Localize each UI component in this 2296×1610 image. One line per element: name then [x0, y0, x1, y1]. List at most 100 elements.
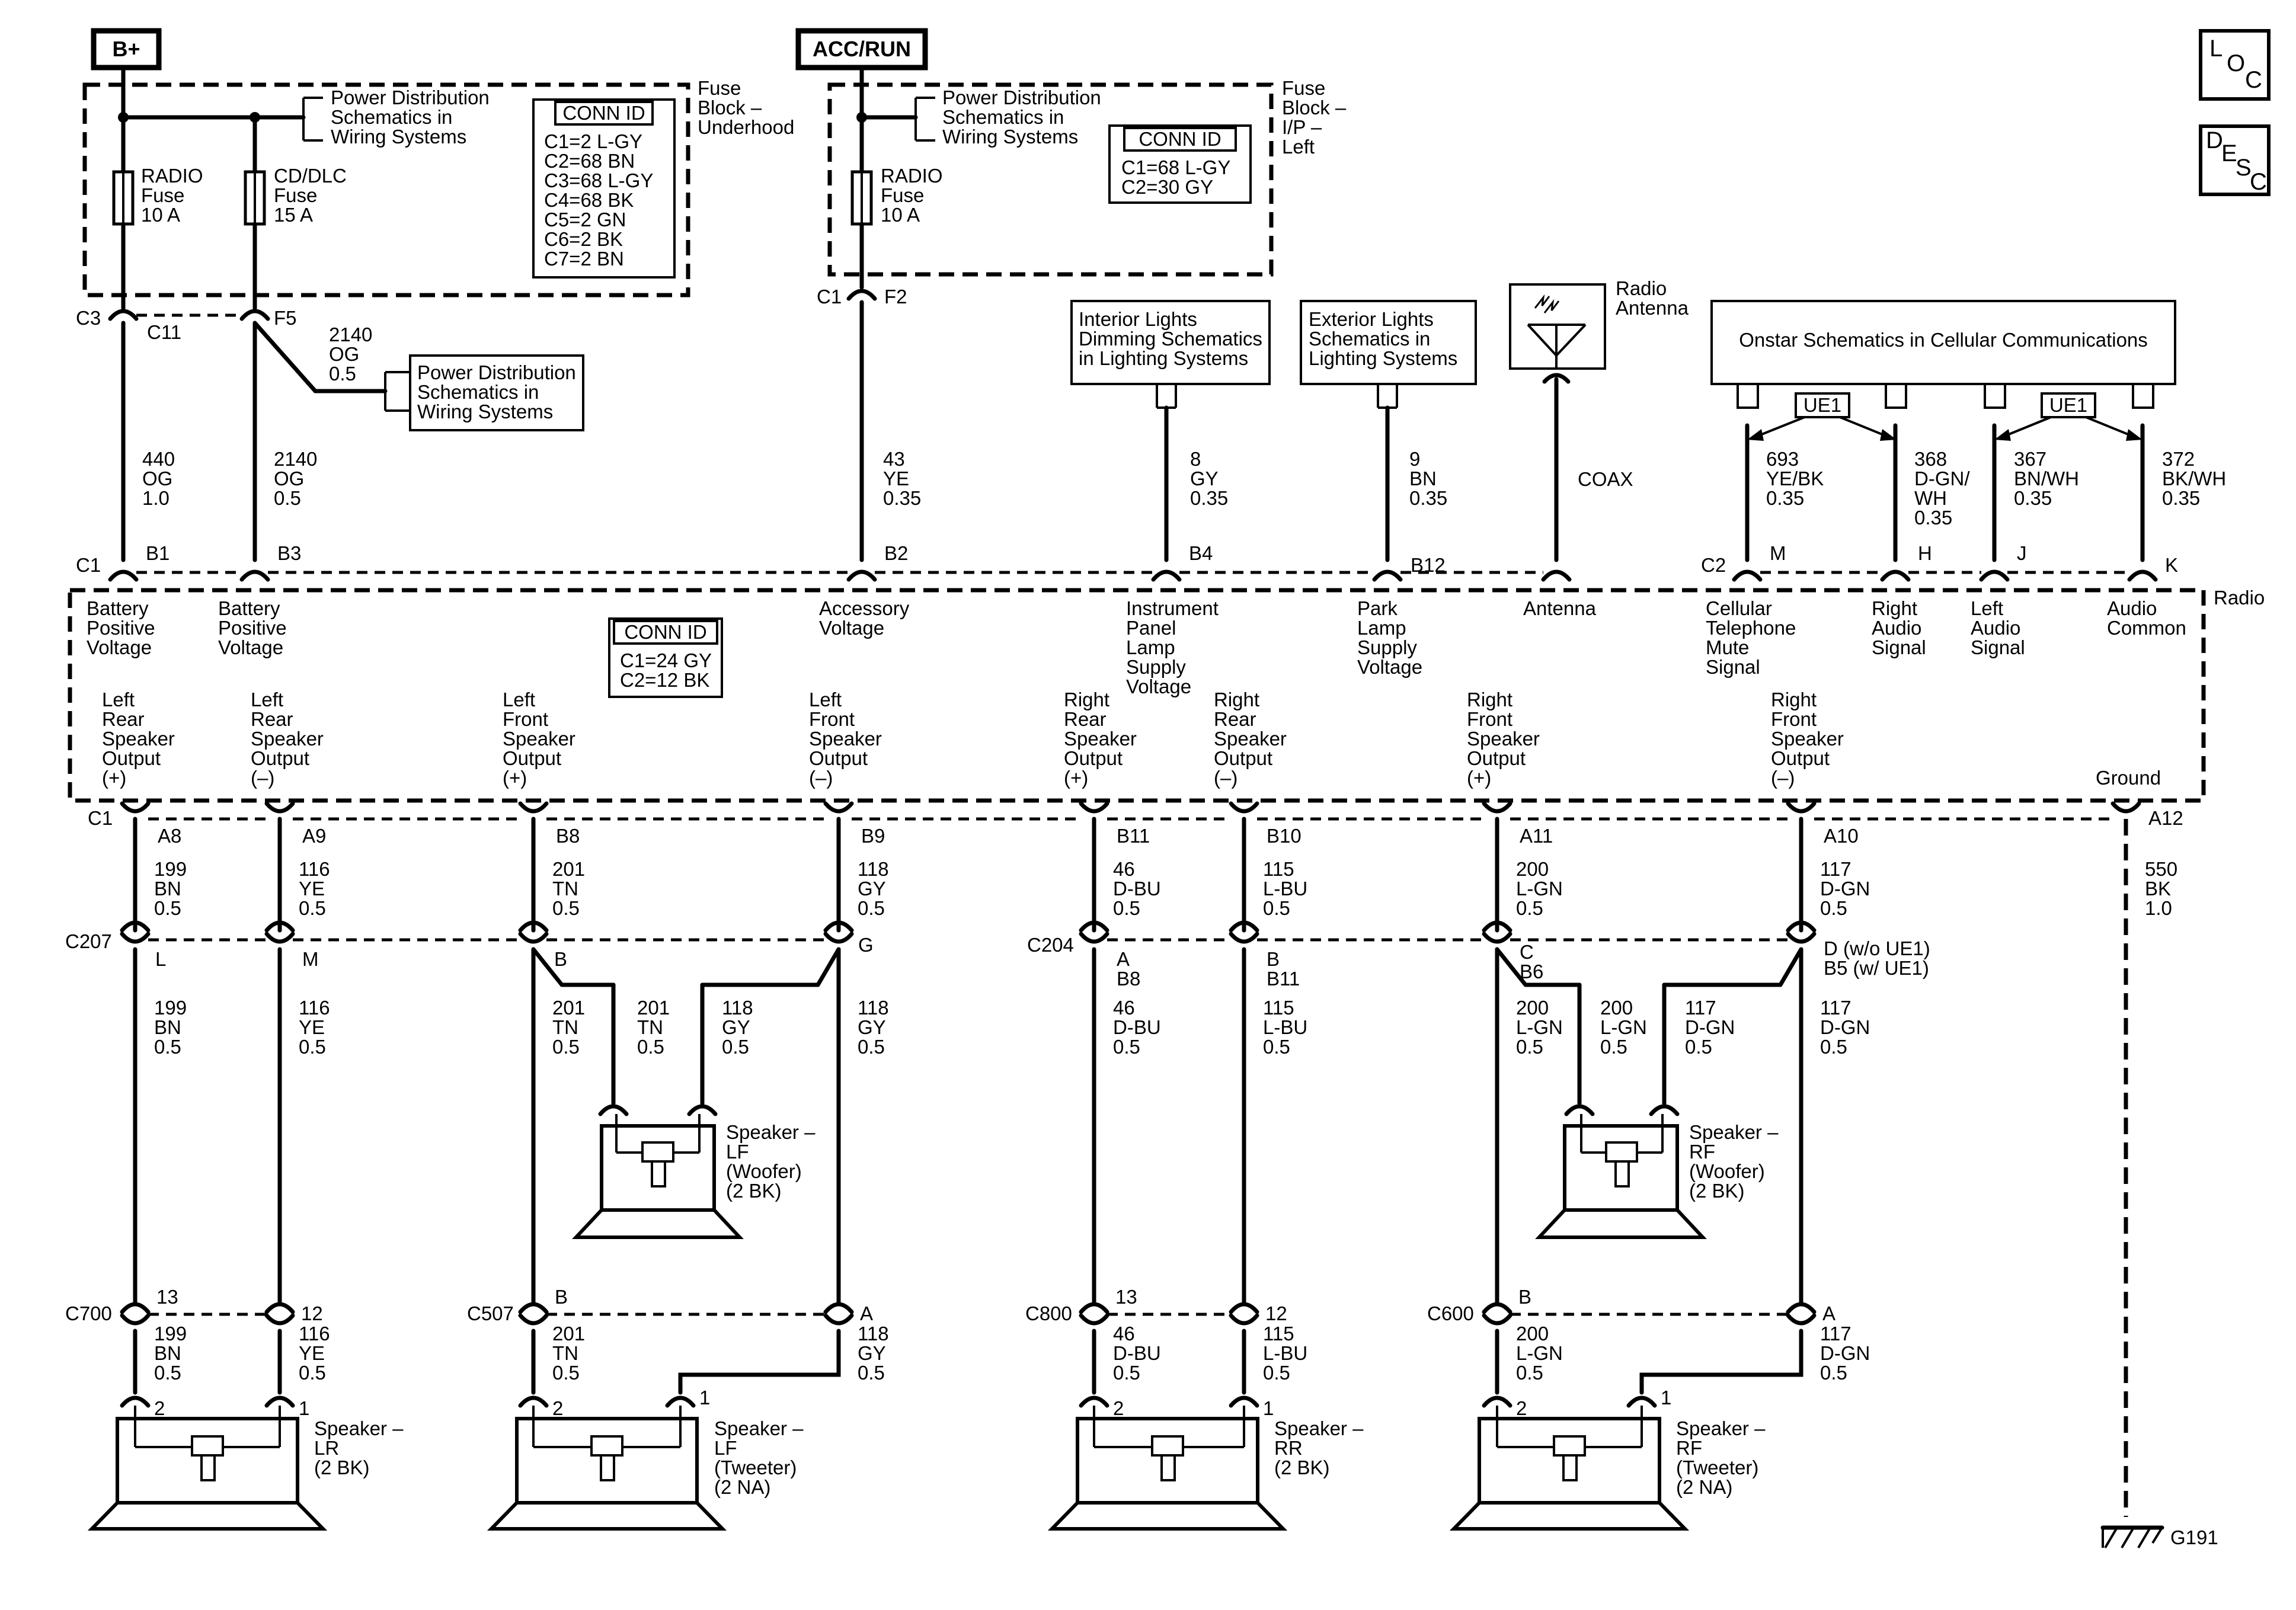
pin-a12: A12 [2148, 807, 2183, 829]
rf-woofer-label-1: Speaker – [1689, 1121, 1779, 1143]
c207-pin-b: B [554, 948, 567, 970]
radio-conn-row-2: C2=12 BK [620, 669, 709, 691]
wire-200b-color: L-GN [1516, 1016, 1563, 1038]
pin-k: K [2165, 554, 2178, 576]
underhood-conn-row-6: C6=2 BK [544, 228, 623, 250]
b-plus-header: B+ [91, 28, 162, 71]
loc-symbol[interactable]: L O C [2199, 29, 2271, 101]
speaker-rf-woofer: Speaker – RF (Woofer) (2 BK) [1535, 1104, 1779, 1239]
c204-pin-b6: B6 [1520, 961, 1543, 982]
wire-118b-circuit: 118 [858, 997, 889, 1019]
c600-pin-a: A [1822, 1302, 1835, 1324]
wire-200c-gauge: 0.5 [1600, 1036, 1627, 1058]
wire-117b-circuit: 117 [1820, 997, 1851, 1019]
desc-symbol[interactable]: D E S C [2199, 124, 2271, 196]
wire-118d-circuit: 118 [858, 1323, 889, 1345]
c204-pin-b8: B8 [1117, 968, 1140, 990]
wire-46a-circuit: 46 [1113, 858, 1135, 880]
lf-pos-5: (+) [503, 767, 527, 789]
label-cell-2: Telephone [1706, 617, 1796, 639]
wire-117d-color: D-GN [1820, 1342, 1870, 1364]
underhood-conn-row-2: C2=68 BN [544, 150, 635, 172]
lr-pin-2: 2 [154, 1397, 165, 1419]
wire-43-circuit: 43 [883, 448, 905, 470]
radio-fuse-label-1: RADIO [141, 165, 203, 187]
lr-pos-2: Rear [102, 708, 145, 730]
speaker-rr: 2 1 Speaker – RR (2 BK) [1047, 1395, 1364, 1531]
pin-b3: B3 [277, 542, 301, 564]
rr-neg-2: Rear [1214, 708, 1256, 730]
rr-neg-1: Right [1214, 689, 1259, 710]
rf-tweeter-pin-2: 2 [1516, 1397, 1527, 1419]
pin-b1: B1 [146, 542, 170, 564]
wire-118c-gauge: 0.5 [722, 1036, 749, 1058]
lr-pos-3: Speaker [102, 728, 175, 750]
c207-pin-m: M [302, 948, 319, 970]
c204-pin-b11: B11 [1267, 968, 1300, 990]
wire-8-color: GY [1190, 468, 1219, 489]
radio-conn-row-1: C1=24 GY [620, 649, 712, 671]
ip-radio-fuse-1: RADIO [881, 165, 943, 187]
fuse-block-ip-title-4: Left [1282, 136, 1315, 158]
label-ip-5: Voltage [1126, 676, 1191, 697]
label-park-1: Park [1357, 597, 1398, 619]
exterior-ref-2: Schematics in [1309, 328, 1430, 350]
rf-neg-2: Front [1771, 708, 1817, 730]
wire-2140-splice-circuit: 2140 [329, 324, 372, 345]
upper-wires: 440 OG 1.0 2140 OG 0.5 43 YE 0.35 8 GY 0… [121, 300, 2226, 562]
wire-440-gauge: 1.0 [142, 487, 170, 509]
rr-pos-2: Rear [1064, 708, 1107, 730]
wire-550-color: BK [2145, 878, 2171, 900]
wire-201b-gauge: 0.5 [552, 1036, 580, 1058]
wire-115a-color: L-BU [1263, 878, 1307, 900]
lf-neg-1: Left [809, 689, 842, 710]
wire-199c-color: BN [154, 1342, 181, 1364]
pin-m: M [1770, 542, 1786, 564]
wire-201c-circuit: 201 [637, 997, 670, 1019]
lf-woofer-label-4: (2 BK) [726, 1180, 782, 1202]
interior-lights-ref[interactable]: Interior Lights Dimming Schematics in Li… [1070, 300, 1271, 409]
underhood-power-ref-2: Schematics in [331, 106, 452, 128]
label-ip-3: Lamp [1126, 636, 1175, 658]
wire-116b-color: YE [299, 1016, 325, 1038]
rr-pin-2: 2 [1113, 1397, 1124, 1419]
label-park-2: Lamp [1357, 617, 1406, 639]
acc-run-header: ACC/RUN [795, 28, 928, 71]
lr-pos-1: Left [102, 689, 135, 710]
wire-200c-circuit: 200 [1600, 997, 1633, 1019]
wire-200a-gauge: 0.5 [1516, 897, 1543, 919]
cd-fuse-label-3: 15 A [274, 204, 313, 226]
rf-tweeter-pin-1: 1 [1661, 1387, 1671, 1409]
interior-ref-1: Interior Lights [1079, 308, 1197, 330]
label-cell-3: Mute [1706, 636, 1749, 658]
lf-pos-4: Output [503, 747, 561, 769]
onstar-ref[interactable]: Onstar Schematics in Cellular Communicat… [1710, 300, 2176, 441]
conn-c207: C207 [65, 930, 112, 952]
wire-46b-gauge: 0.5 [1113, 1036, 1140, 1058]
wire-200a-circuit: 200 [1516, 858, 1549, 880]
pin-b12: B12 [1411, 554, 1446, 576]
pin-b4: B4 [1189, 542, 1213, 564]
c800-pin-12: 12 [1265, 1302, 1287, 1324]
lr-neg-4: Output [251, 747, 309, 769]
wire-118d-color: GY [858, 1342, 886, 1364]
lf-pos-1: Left [503, 689, 535, 710]
label-park-4: Voltage [1357, 656, 1422, 678]
lf-pos-2: Front [503, 708, 548, 730]
wire-43-gauge: 0.35 [883, 487, 921, 509]
wire-9-circuit: 9 [1409, 448, 1420, 470]
wire-367-gauge: 0.35 [2014, 487, 2052, 509]
splice-power-ref: Power Distribution Schematics in Wiring … [252, 321, 584, 431]
underhood-conn-id-title: CONN ID [562, 102, 645, 124]
exterior-lights-ref[interactable]: Exterior Lights Schematics in Lighting S… [1300, 300, 1477, 409]
wire-117c-gauge: 0.5 [1685, 1036, 1712, 1058]
wire-201d-gauge: 0.5 [552, 1362, 580, 1384]
pin-b10: B10 [1267, 825, 1302, 847]
acc-run-label: ACC/RUN [813, 37, 911, 61]
ip-conn-id-title: CONN ID [1139, 128, 1221, 150]
wire-693-color: YE/BK [1766, 468, 1824, 489]
wire-115c-color: L-BU [1263, 1342, 1307, 1364]
rf-woofer-label-4: (2 BK) [1689, 1180, 1745, 1202]
rr-label-3: (2 BK) [1274, 1457, 1330, 1478]
